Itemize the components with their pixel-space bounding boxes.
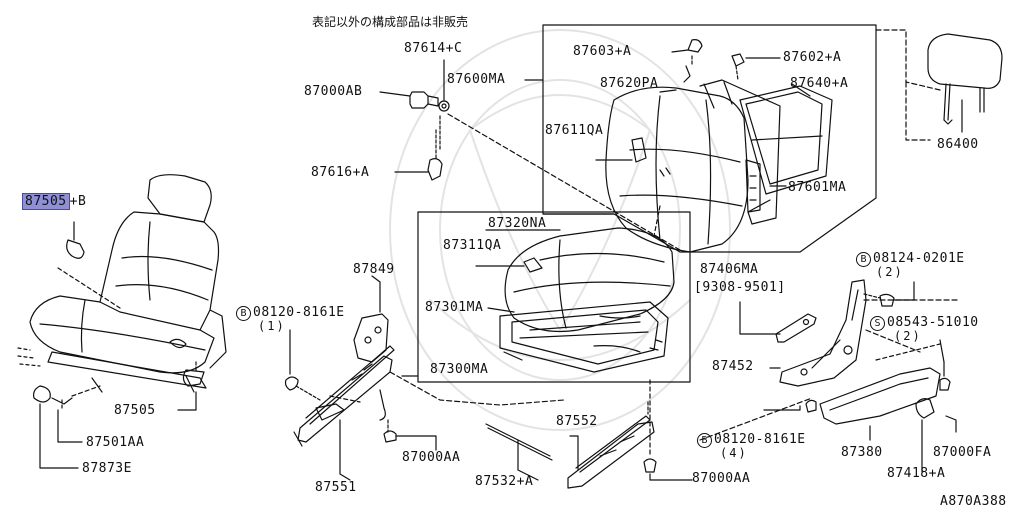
bolt-b-icon: B — [856, 252, 871, 267]
bolt-b-icon: B — [697, 433, 712, 448]
part-87505-code[interactable]: 87505 — [22, 193, 70, 210]
part-87614C[interactable]: 87614+C — [404, 41, 463, 56]
part-87873E[interactable]: 87873E — [82, 461, 132, 476]
part-08120b-code[interactable]: 08120-8161E — [714, 432, 806, 447]
figure-code: A870A388 — [940, 494, 1007, 509]
part-87601MA[interactable]: 87601MA — [788, 180, 847, 195]
seatback-parts — [595, 39, 833, 253]
cover-87380 — [763, 339, 957, 473]
part-87505-highlighted[interactable]: 87505+B — [22, 193, 87, 210]
non-sale-note: 表記以外の構成部品は非販売 — [312, 15, 469, 29]
rail-87552 — [567, 379, 813, 489]
part-86400[interactable]: 86400 — [937, 137, 979, 152]
part-87320NA[interactable]: 87320NA — [488, 216, 547, 231]
bracket-87849 — [284, 275, 389, 401]
part-87000FA[interactable]: 87000FA — [933, 445, 992, 460]
rail-87551 — [293, 345, 565, 481]
part-87380[interactable]: 87380 — [841, 445, 883, 460]
part-87000AA-left[interactable]: 87000AA — [402, 450, 461, 465]
part-87300MA[interactable]: 87300MA — [430, 362, 489, 377]
part-87452[interactable]: 87452 — [712, 359, 754, 374]
part-87311QA[interactable]: 87311QA — [443, 238, 502, 253]
part-87552[interactable]: 87552 — [556, 414, 598, 429]
part-87406MA-range: [9308-9501] — [694, 280, 786, 295]
part-87505-suffix: +B — [69, 194, 87, 209]
bolt-b-icon: B — [236, 306, 251, 321]
part-87551[interactable]: 87551 — [315, 480, 357, 495]
part-08124-qty: (2) — [876, 265, 904, 279]
part-87600MA[interactable]: 87600MA — [447, 72, 506, 87]
part-87616A[interactable]: 87616+A — [311, 165, 370, 180]
part-87301MA[interactable]: 87301MA — [425, 300, 484, 315]
part-87501AA[interactable]: 87501AA — [86, 435, 145, 450]
part-87640A[interactable]: 87640+A — [790, 76, 849, 91]
part-87602A[interactable]: 87602+A — [783, 50, 842, 65]
recliner-87452 — [769, 279, 961, 387]
part-87603A[interactable]: 87603+A — [573, 44, 632, 59]
lever-87406MA — [739, 301, 817, 343]
screw-s-icon: S — [870, 316, 885, 331]
wire-87532 — [485, 423, 553, 481]
part-87611QA[interactable]: 87611QA — [545, 123, 604, 138]
full-seat-drawing — [17, 174, 227, 469]
part-08120-code[interactable]: 08120-8161E — [253, 305, 345, 320]
seatback-box — [524, 24, 941, 253]
part-87406MA[interactable]: 87406MA — [700, 262, 759, 277]
part-87532A[interactable]: 87532+A — [475, 474, 534, 489]
part-87000AB[interactable]: 87000AB — [304, 84, 363, 99]
part-08120-qty-1: (1) — [258, 319, 286, 333]
cushion-parts — [475, 205, 675, 373]
part-87620PA[interactable]: 87620PA — [600, 76, 659, 91]
part-87000AA-right[interactable]: 87000AA — [692, 471, 751, 486]
cushion-box — [401, 211, 691, 383]
part-08543-qty: (2) — [894, 329, 922, 343]
watermark-emblem — [389, 29, 731, 431]
part-87505[interactable]: 87505 — [114, 403, 156, 418]
headrest-drawing — [927, 33, 1003, 133]
part-08120-qty-4: (4) — [720, 446, 748, 460]
part-87418A[interactable]: 87418+A — [887, 466, 946, 481]
upper-bolts — [379, 59, 681, 251]
part-08543-code[interactable]: 08543-51010 — [887, 315, 979, 330]
part-08124-code[interactable]: 08124-0201E — [873, 251, 965, 266]
part-87849[interactable]: 87849 — [353, 262, 395, 277]
